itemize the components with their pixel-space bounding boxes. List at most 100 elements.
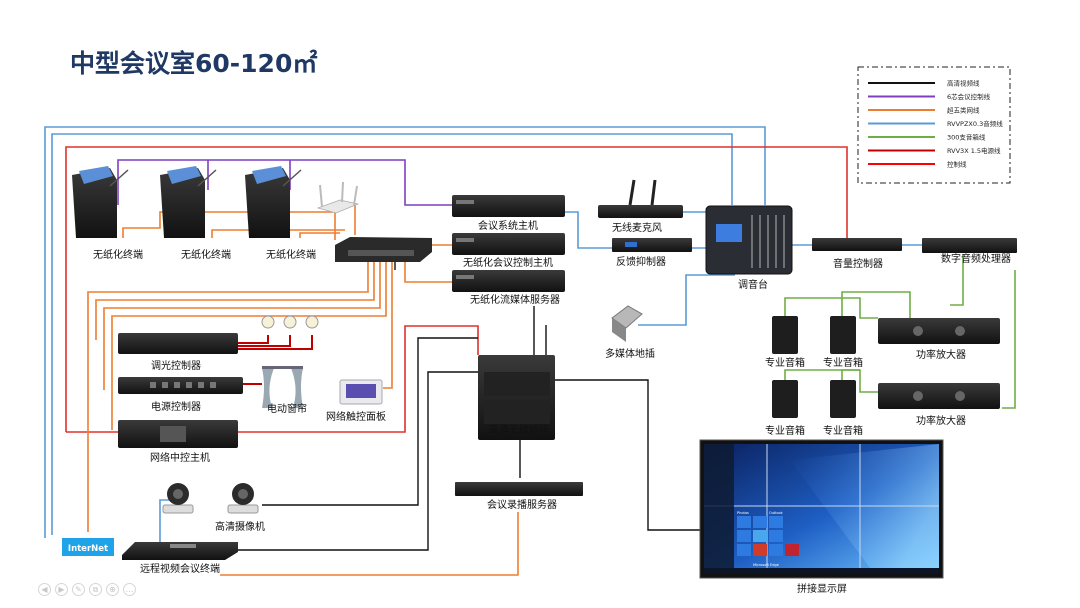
- prev-slide-icon[interactable]: ◀: [38, 583, 51, 596]
- amp2-label: 功率放大器: [916, 414, 966, 427]
- paperless-terminal: [160, 166, 217, 238]
- mixer-label: 调音台: [738, 278, 768, 291]
- feedback-suppressor: [612, 238, 692, 252]
- power-cable: [237, 325, 479, 433]
- speaker-cable: [1002, 270, 1016, 409]
- hd-matrix: [478, 355, 555, 440]
- dimmer-controller: [118, 333, 238, 354]
- legend-label: 控制线: [947, 159, 967, 168]
- network-cable: [299, 232, 340, 238]
- screen-tile-captions: Photos Outlook Microsoft Edge: [737, 511, 784, 567]
- wireless-mic-label: 无线麦克风: [612, 221, 662, 234]
- network-central-controller: [118, 420, 238, 448]
- ptz-camera-icon: [162, 483, 194, 514]
- network-cable: [211, 229, 345, 238]
- amp1-label: 功率放大器: [916, 348, 966, 361]
- power-cable: [65, 146, 848, 432]
- paperless-ctrl-label: 无纸化会议控制主机: [463, 256, 553, 269]
- zoom-icon[interactable]: ⊕: [106, 583, 119, 596]
- mixing-console: [705, 205, 793, 275]
- camera-label: 高清摄像机: [215, 520, 265, 533]
- speaker-cable: [784, 369, 860, 380]
- network-cable: [95, 262, 375, 340]
- internet-badge: InterNet: [62, 538, 114, 556]
- display-label: 拼接显示屏: [797, 582, 847, 595]
- network-cable: [404, 258, 452, 283]
- audio-cable: [44, 126, 766, 538]
- video-cable: [555, 379, 704, 531]
- network-cable: [87, 262, 369, 532]
- page-title: 中型会议室60-120㎡: [70, 49, 318, 78]
- pen-icon[interactable]: ✎: [72, 583, 85, 596]
- spk4-label: 专业音箱: [823, 424, 863, 437]
- video-conf-label: 远程视频会议终端: [140, 562, 220, 575]
- power-cable: [238, 335, 269, 344]
- video-cable: [262, 337, 478, 506]
- legend-label: RVV3X 1.5电源线: [947, 146, 1001, 155]
- recorder-label: 会议录播服务器: [487, 498, 557, 511]
- curtain-label: 电动窗帘: [267, 402, 307, 415]
- digital-audio-processor: [922, 238, 1017, 253]
- dimmer-label: 调光控制器: [151, 359, 201, 372]
- speaker-cable: [784, 297, 878, 319]
- pro-speaker: [830, 380, 856, 418]
- legend-label: RVVPZX0.3音频线: [947, 119, 1003, 128]
- pro-speaker: [830, 316, 856, 354]
- pro-speaker: [772, 316, 798, 354]
- touch-panel-label: 网络触控面板: [326, 410, 386, 423]
- matrix-label: 高清无缝矩阵: [489, 423, 549, 436]
- network-cable: [111, 262, 387, 430]
- audio-cable: [51, 133, 733, 535]
- speaker-cable: [950, 255, 964, 306]
- tile-photos: Photos: [737, 511, 749, 515]
- cables: [44, 126, 1016, 576]
- video-conference-terminal: [122, 542, 238, 560]
- paperless-terminal: [245, 166, 302, 238]
- network-cable: [122, 211, 336, 240]
- network-switch: [335, 237, 432, 262]
- video-cable: [228, 371, 478, 551]
- tile-outlook: Outlook: [769, 511, 784, 515]
- power-cable: [238, 335, 291, 347]
- network-cable: [220, 512, 519, 576]
- wifi-router-icon: [316, 181, 360, 214]
- terminal3-label: 无纸化终端: [266, 248, 316, 261]
- paperless-control-host: [452, 233, 565, 255]
- central-label: 网络中控主机: [150, 451, 210, 464]
- feedback-label: 反馈抑制器: [616, 255, 666, 268]
- conference-system-host: [452, 195, 565, 217]
- spk1-label: 专业音箱: [765, 356, 805, 369]
- terminal1-label: 无纸化终端: [93, 248, 143, 261]
- legend-label: 6芯会议控制线: [947, 92, 991, 101]
- streaming-media-server: [452, 270, 565, 292]
- legend: 高清视频线6芯会议控制线超五类网线RVVPZX0.3音频线300支音箱线RVV3…: [857, 66, 1011, 184]
- network-cable: [383, 262, 393, 389]
- touch-panel: [339, 379, 383, 405]
- next-slide-icon[interactable]: ▶: [55, 583, 68, 596]
- device-labels: 无纸化终端 无纸化终端 无纸化终端 会议系统主机 无纸化会议控制主机 无纸化流媒…: [93, 219, 1011, 595]
- legend-label: 300支音箱线: [947, 132, 986, 141]
- network-cable: [103, 262, 381, 390]
- power-amplifier: [878, 383, 1000, 409]
- conf-control-cable: [117, 159, 452, 206]
- slides-icon[interactable]: ⧉: [89, 583, 102, 596]
- ptz-camera-icon: [227, 483, 259, 514]
- speaker-cable: [841, 291, 911, 318]
- more-icon[interactable]: …: [123, 583, 136, 596]
- audio-cable: [638, 274, 735, 326]
- floor-box: [611, 305, 643, 342]
- tile-edge: Microsoft Edge: [753, 563, 779, 567]
- volume-controller: [812, 238, 902, 251]
- media-server-label: 无纸化流媒体服务器: [470, 293, 560, 306]
- spliced-display: [699, 439, 944, 579]
- internet-label: InterNet: [68, 544, 108, 554]
- power-ctrl-label: 电源控制器: [151, 400, 201, 413]
- spk2-label: 专业音箱: [823, 356, 863, 369]
- audio-cable: [565, 211, 612, 249]
- power-amplifier: [878, 318, 1000, 344]
- dsp-label: 数字音频处理器: [941, 252, 1011, 265]
- conf-host-label: 会议系统主机: [478, 219, 538, 232]
- curtain-icon: [262, 366, 303, 408]
- power-cable: [238, 335, 313, 350]
